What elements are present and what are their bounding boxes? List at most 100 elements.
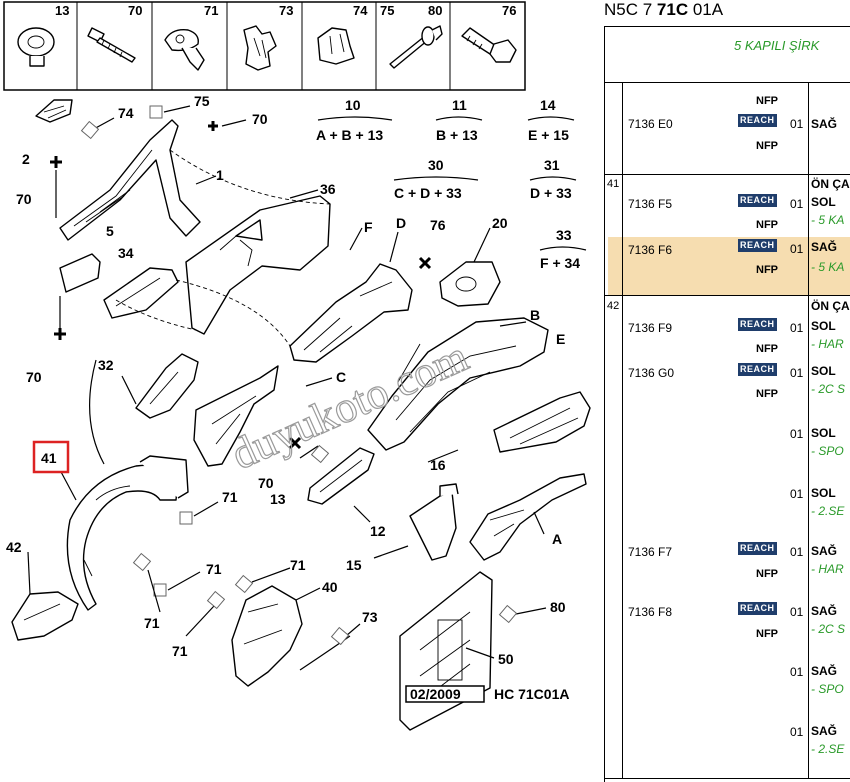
note: - 2.SE bbox=[811, 504, 845, 518]
parts-diagram: 13 70 71 73 74 75 80 76 bbox=[3, 1, 591, 731]
nfp-tag: NFP bbox=[756, 343, 778, 355]
reference-labels: 74 75 70 2 70 1 36 5 34 F D 76 20 70 32 … bbox=[6, 93, 566, 667]
label-71-b: 71 bbox=[206, 561, 222, 577]
label-15: 15 bbox=[346, 557, 362, 573]
parts-table-panel: N5C 7 71C 01A 5 KAPILI ŞİRK 41 42 NFP 71… bbox=[600, 0, 850, 782]
label-41: 41 bbox=[41, 450, 57, 466]
quantity: 01 bbox=[790, 197, 804, 211]
label-34: 34 bbox=[118, 245, 134, 261]
description: SOL bbox=[811, 195, 836, 209]
group-41: 41 bbox=[607, 178, 620, 190]
table-subtitle: 5 KAPILI ŞİRK bbox=[734, 38, 820, 53]
description: SAĞ bbox=[811, 117, 838, 131]
quantity: 01 bbox=[790, 725, 804, 739]
fastener-header: 13 70 71 73 74 75 80 76 bbox=[3, 1, 526, 91]
formula-10-expr: A + B + 13 bbox=[316, 127, 383, 143]
nfp-tag: NFP bbox=[756, 568, 778, 580]
description: SAĞ bbox=[811, 604, 838, 618]
label-75: 75 bbox=[194, 93, 210, 109]
formula-14-num: 14 bbox=[540, 97, 556, 113]
label-71-c: 71 bbox=[290, 557, 306, 573]
label-70-lower: 70 bbox=[26, 369, 42, 385]
part-code: 7136 F9 bbox=[628, 321, 673, 335]
selected-row-highlight bbox=[608, 237, 850, 295]
formula-33-expr: F + 34 bbox=[540, 255, 580, 271]
formula-33-num: 33 bbox=[556, 227, 572, 243]
quantity: 01 bbox=[790, 366, 804, 380]
assembly-formulas: 10 A + B + 13 11 B + 13 14 E + 15 30 C +… bbox=[316, 97, 587, 271]
note: - 2C S bbox=[811, 382, 846, 396]
reach-badge: REACH bbox=[738, 194, 777, 207]
nut-icon bbox=[17, 27, 55, 67]
label-73: 73 bbox=[362, 609, 378, 625]
quantity: 01 bbox=[790, 117, 804, 131]
part-code: 7136 E0 bbox=[628, 117, 673, 131]
label-1: 1 bbox=[216, 167, 224, 183]
bolt-icon bbox=[461, 27, 517, 63]
push-clip-icon bbox=[317, 27, 355, 65]
reference-title: N5C 7 71C 01A bbox=[604, 0, 724, 19]
quantity: 01 bbox=[790, 665, 804, 679]
reach-badge: REACH bbox=[738, 239, 777, 252]
rivet-icon bbox=[389, 25, 443, 69]
note: - SPO bbox=[811, 444, 844, 458]
label-76: 76 bbox=[430, 217, 446, 233]
diagram-footer: 02/2009 HC 71C01A bbox=[405, 685, 569, 703]
hdr-13: 13 bbox=[55, 3, 69, 18]
formula-10-num: 10 bbox=[345, 97, 361, 113]
hdr-74: 74 bbox=[353, 3, 368, 18]
footer-date: 02/2009 bbox=[410, 686, 461, 702]
leaders bbox=[27, 105, 547, 659]
nfp-tag: NFP bbox=[756, 264, 778, 276]
note: - SPO bbox=[811, 682, 844, 696]
label-74: 74 bbox=[118, 105, 134, 121]
part-code: 7136 F6 bbox=[628, 243, 673, 257]
part-code: 7136 F5 bbox=[628, 197, 673, 211]
nfp-tag: NFP bbox=[756, 628, 778, 640]
description: SAĞ bbox=[811, 664, 838, 678]
part-code: 7136 F7 bbox=[628, 545, 673, 559]
description: SAĞ bbox=[811, 544, 838, 558]
group-heading: ÖN ÇA bbox=[811, 177, 850, 191]
label-70-left: 70 bbox=[16, 191, 32, 207]
note: - HAR bbox=[811, 562, 844, 576]
nfp-tag: NFP bbox=[756, 140, 778, 152]
quantity: 01 bbox=[790, 242, 804, 256]
formula-31-num: 31 bbox=[544, 157, 560, 173]
group-42: 42 bbox=[607, 300, 620, 312]
quantity: 01 bbox=[790, 487, 804, 501]
formula-31-expr: D + 33 bbox=[530, 185, 572, 201]
reach-badge: REACH bbox=[738, 318, 777, 331]
label-C: C bbox=[336, 369, 346, 385]
spring-clip-icon bbox=[243, 25, 277, 71]
label-70-mid: 70 bbox=[258, 475, 274, 491]
label-16: 16 bbox=[430, 457, 446, 473]
description: SOL bbox=[811, 486, 836, 500]
footer-code: HC 71C01A bbox=[494, 686, 569, 702]
formula-11-num: 11 bbox=[452, 97, 467, 113]
label-5: 5 bbox=[106, 223, 114, 239]
label-B: B bbox=[530, 307, 540, 323]
label-71-d: 71 bbox=[144, 615, 160, 631]
label-D: D bbox=[396, 215, 406, 231]
group-heading: ÖN ÇA bbox=[811, 299, 850, 313]
hdr-73: 73 bbox=[279, 3, 293, 18]
quantity: 01 bbox=[790, 427, 804, 441]
hdr-80: 80 bbox=[428, 3, 442, 18]
label-E: E bbox=[556, 331, 565, 347]
label-40: 40 bbox=[322, 579, 338, 595]
hdr-70: 70 bbox=[128, 3, 142, 18]
quantity: 01 bbox=[790, 605, 804, 619]
note: - 2.SE bbox=[811, 742, 845, 756]
label-F: F bbox=[364, 219, 373, 235]
reach-badge: REACH bbox=[738, 542, 777, 555]
formula-30-num: 30 bbox=[428, 157, 444, 173]
formula-14-expr: E + 15 bbox=[528, 127, 569, 143]
reach-badge: REACH bbox=[738, 363, 777, 376]
label-36: 36 bbox=[320, 181, 336, 197]
highlight-box-41[interactable] bbox=[32, 440, 70, 474]
description: SOL bbox=[811, 426, 836, 440]
label-2: 2 bbox=[22, 151, 30, 167]
formula-30-expr: C + D + 33 bbox=[394, 185, 462, 201]
formula-11-expr: B + 13 bbox=[436, 127, 478, 143]
